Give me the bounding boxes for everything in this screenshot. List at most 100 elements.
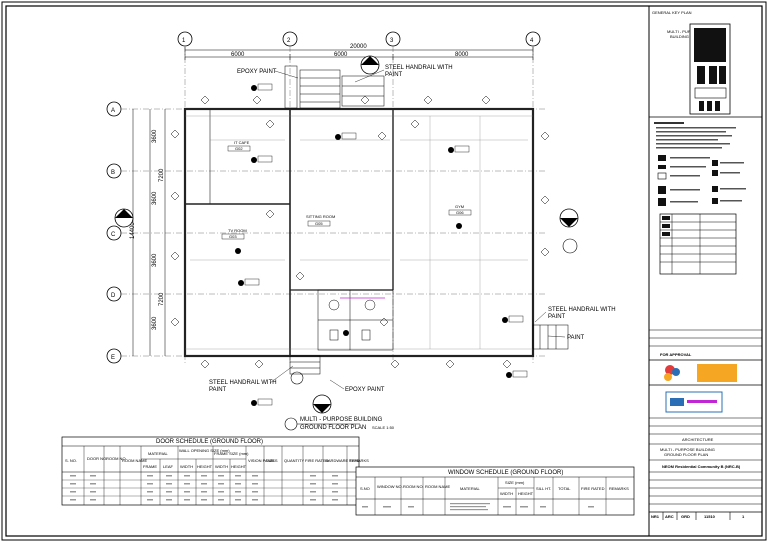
door-schedule-rows [70, 475, 338, 501]
code-number: 11510 [704, 514, 716, 519]
dim-row-4: 3600 [152, 316, 158, 330]
grid-row-b: B [111, 170, 115, 176]
door-sub-height1: HEIGHT [197, 464, 213, 469]
window-schedule-rows [362, 503, 594, 511]
revision-table [659, 213, 737, 275]
note-epoxy-right: PAINT [567, 335, 585, 341]
door-col-quantity: QUANTITY [284, 458, 305, 463]
room-it-cafe: IT CAFE G02 [227, 140, 251, 152]
door-schedule-title: DOOR SCHEDULE (GROUND FLOOR) [156, 439, 263, 445]
code-discipline: ARC [665, 514, 674, 519]
plan-title-line2: GROUND FLOOR PLAN [300, 425, 366, 431]
discipline: ARCHITECTURE [682, 437, 714, 442]
door-col-vision: VISION PANEL [248, 458, 276, 463]
door-col-framesize: FRAME SIZE (mm) [214, 451, 249, 456]
room-code: G05 [315, 221, 323, 226]
dim-bay-1: 6000 [231, 52, 245, 58]
room-name: SITTING ROOM [306, 214, 335, 219]
top-dimensions [184, 47, 534, 60]
door-col-doorno: DOOR NO. [87, 456, 107, 461]
leader-lines [269, 69, 566, 390]
plan-scale: SCALE 1:50 [372, 425, 395, 430]
door-col-firerated: FIRE RATED [305, 458, 329, 463]
door-col-roomname: ROOM NAME [122, 458, 147, 463]
right-ramp [532, 324, 569, 350]
consultant-logo [697, 364, 737, 382]
door-col-roomno: ROOM NO. [106, 456, 127, 461]
toilet-block [317, 289, 394, 351]
door-col-remarks: REMARKS [349, 458, 369, 463]
door-schedule: DOOR SCHEDULE (GROUND FLOOR) S. NO. DOOR… [61, 436, 369, 506]
window-col-roomno: ROOM NO. [403, 484, 424, 489]
window-schedule-title: WINDOW SCHEDULE (GROUND FLOOR) [448, 470, 563, 476]
room-code: G03 [229, 234, 237, 239]
floor-plan: 1 2 3 4 20000 6000 6000 8000 [106, 31, 616, 431]
top-stair [284, 65, 385, 109]
window-col-windowno: WINDOW NO. [377, 484, 403, 489]
interior-lines [185, 115, 533, 350]
door-sub-frame: FRAME [143, 464, 157, 469]
window-col-remarks: REMARKS [609, 486, 629, 491]
door-col-sno: S. NO. [65, 458, 77, 463]
key-plan-map [689, 23, 731, 115]
window-col-roomname: ROOM NAME [425, 484, 450, 489]
room-name: GYM [455, 204, 464, 209]
note-handrail-right-1: STEEL HANDRAIL WITH [548, 307, 616, 313]
client-logo [664, 365, 680, 381]
door-sub-width2: WIDTH [215, 464, 228, 469]
code-level: GRD [681, 514, 690, 519]
grid-row-e: E [111, 355, 115, 361]
approval-stamp: FOR APPROVAL [660, 352, 692, 357]
legend [657, 155, 746, 206]
door-sub-width1: WIDTH [180, 464, 193, 469]
note-handrail-right-2: PAINT [548, 314, 566, 320]
room-code: G06 [456, 210, 464, 215]
drawing-title-line2: GROUND FLOOR PLAN [664, 452, 708, 457]
note-handrail-top-1: STEEL HANDRAIL WITH [385, 65, 453, 71]
dim-total-vertical: 14400 [130, 222, 136, 239]
dim-major-2: 7200 [159, 292, 165, 306]
door-col-hardware: HARDWARE TYPE [325, 458, 360, 463]
drawing-title-line1: MULTI - PURPOSE BUILDING [660, 447, 715, 452]
window-col-sill: SILL HT. [536, 486, 551, 491]
room-name: TV ROOM [228, 228, 247, 233]
grid-row-a: A [111, 108, 115, 114]
door-col-wallopening: WALL OPENING SIZE (mm) [179, 448, 230, 453]
bottom-entrance [289, 355, 321, 375]
window-schedule: WINDOW SCHEDULE (GROUND FLOOR) S.NO WIND… [355, 466, 635, 516]
dim-row-3: 3600 [152, 253, 158, 267]
contractor-logo [665, 391, 723, 413]
key-plan-sub1: MULTI - PURPOSE [667, 29, 702, 34]
project-name: NEOM Residential Community B (NRC-B) [662, 464, 741, 469]
window-col-total: TOTAL [558, 486, 571, 491]
dim-overall: 20000 [350, 44, 367, 50]
room-gym: GYM G06 [448, 204, 472, 216]
room-sitting-room: SITTING ROOM G05 [306, 214, 335, 227]
grid-col-2: 2 [287, 38, 291, 44]
dim-row-2: 3600 [152, 191, 158, 205]
general-notes [654, 122, 736, 149]
level-markers [235, 83, 528, 406]
code-revision: 1 [742, 514, 745, 519]
building-walls [183, 107, 535, 358]
note-handrail-top-2: PAINT [385, 72, 403, 78]
door-sub-leaf: LEAF [163, 464, 174, 469]
window-col-firerated: FIRE RATED [581, 486, 605, 491]
left-dimensions [132, 109, 166, 356]
plan-title: MULTI - PURPOSE BUILDING GROUND FLOOR PL… [284, 417, 395, 431]
grid-bubbles-top [177, 31, 541, 47]
grid-bubbles-left [106, 101, 122, 364]
grid-col-3: 3 [390, 38, 394, 44]
grid-row-c: C [111, 232, 116, 238]
note-epoxy-top: EPOXY PAINT [237, 69, 277, 75]
plan-title-line1: MULTI - PURPOSE BUILDING [300, 417, 383, 423]
window-col-material: MATERIAL [460, 486, 480, 491]
code-project: NR1 [651, 514, 660, 519]
window-sub-width: WIDTH [500, 491, 513, 496]
dim-bay-2: 6000 [334, 52, 348, 58]
note-handrail-bottom-1: STEEL HANDRAIL WITH [209, 380, 277, 386]
key-plan-title: GENERAL KEY PLAN [652, 10, 692, 15]
dim-major-1: 7200 [159, 168, 165, 182]
grid-row-d: D [111, 293, 116, 299]
